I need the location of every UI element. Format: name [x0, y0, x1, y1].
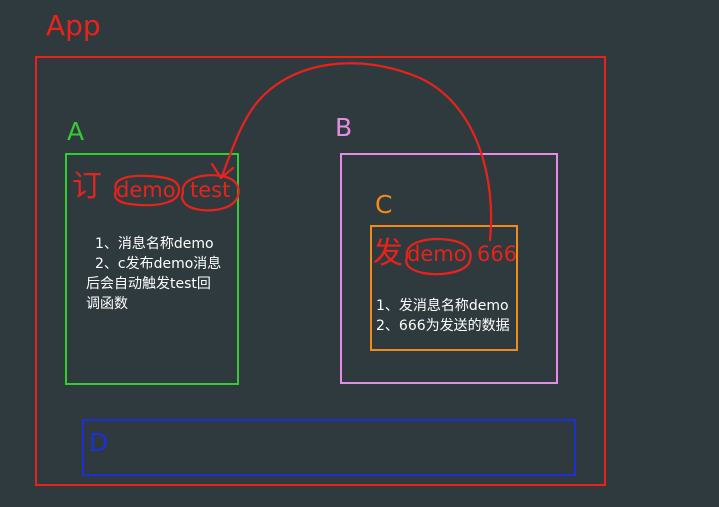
publish-char: 发: [373, 236, 403, 271]
component-a-box: [65, 153, 239, 385]
subscribe-callback-name: test: [190, 178, 231, 202]
subscribe-char: 订: [72, 169, 102, 204]
component-d-label: D: [89, 428, 109, 457]
component-b-label: B: [335, 113, 353, 142]
note-line: 1、消息名称demo: [95, 236, 214, 252]
note-line: 1、发消息名称demo: [376, 298, 509, 314]
app-box: [35, 56, 606, 486]
note-line: 2、666为发送的数据: [376, 318, 510, 334]
component-a-label: A: [67, 117, 85, 146]
note-line: 2、c发布demo消息: [95, 256, 222, 272]
subscribe-event-name: demo: [116, 178, 176, 202]
note-line: 后会自动触发test回: [86, 276, 211, 292]
note-line: 调函数: [86, 296, 128, 312]
component-a-notes: 1、消息名称demo 2、c发布demo消息 后会自动触发test回 调函数: [86, 234, 222, 314]
component-c-label: C: [375, 190, 393, 219]
component-d-box: [82, 419, 576, 476]
publish-payload: 666: [477, 242, 518, 266]
publish-event-name: demo: [407, 242, 467, 266]
component-c-notes: 1、发消息名称demo 2、666为发送的数据: [376, 296, 510, 336]
app-label: App: [46, 9, 101, 42]
